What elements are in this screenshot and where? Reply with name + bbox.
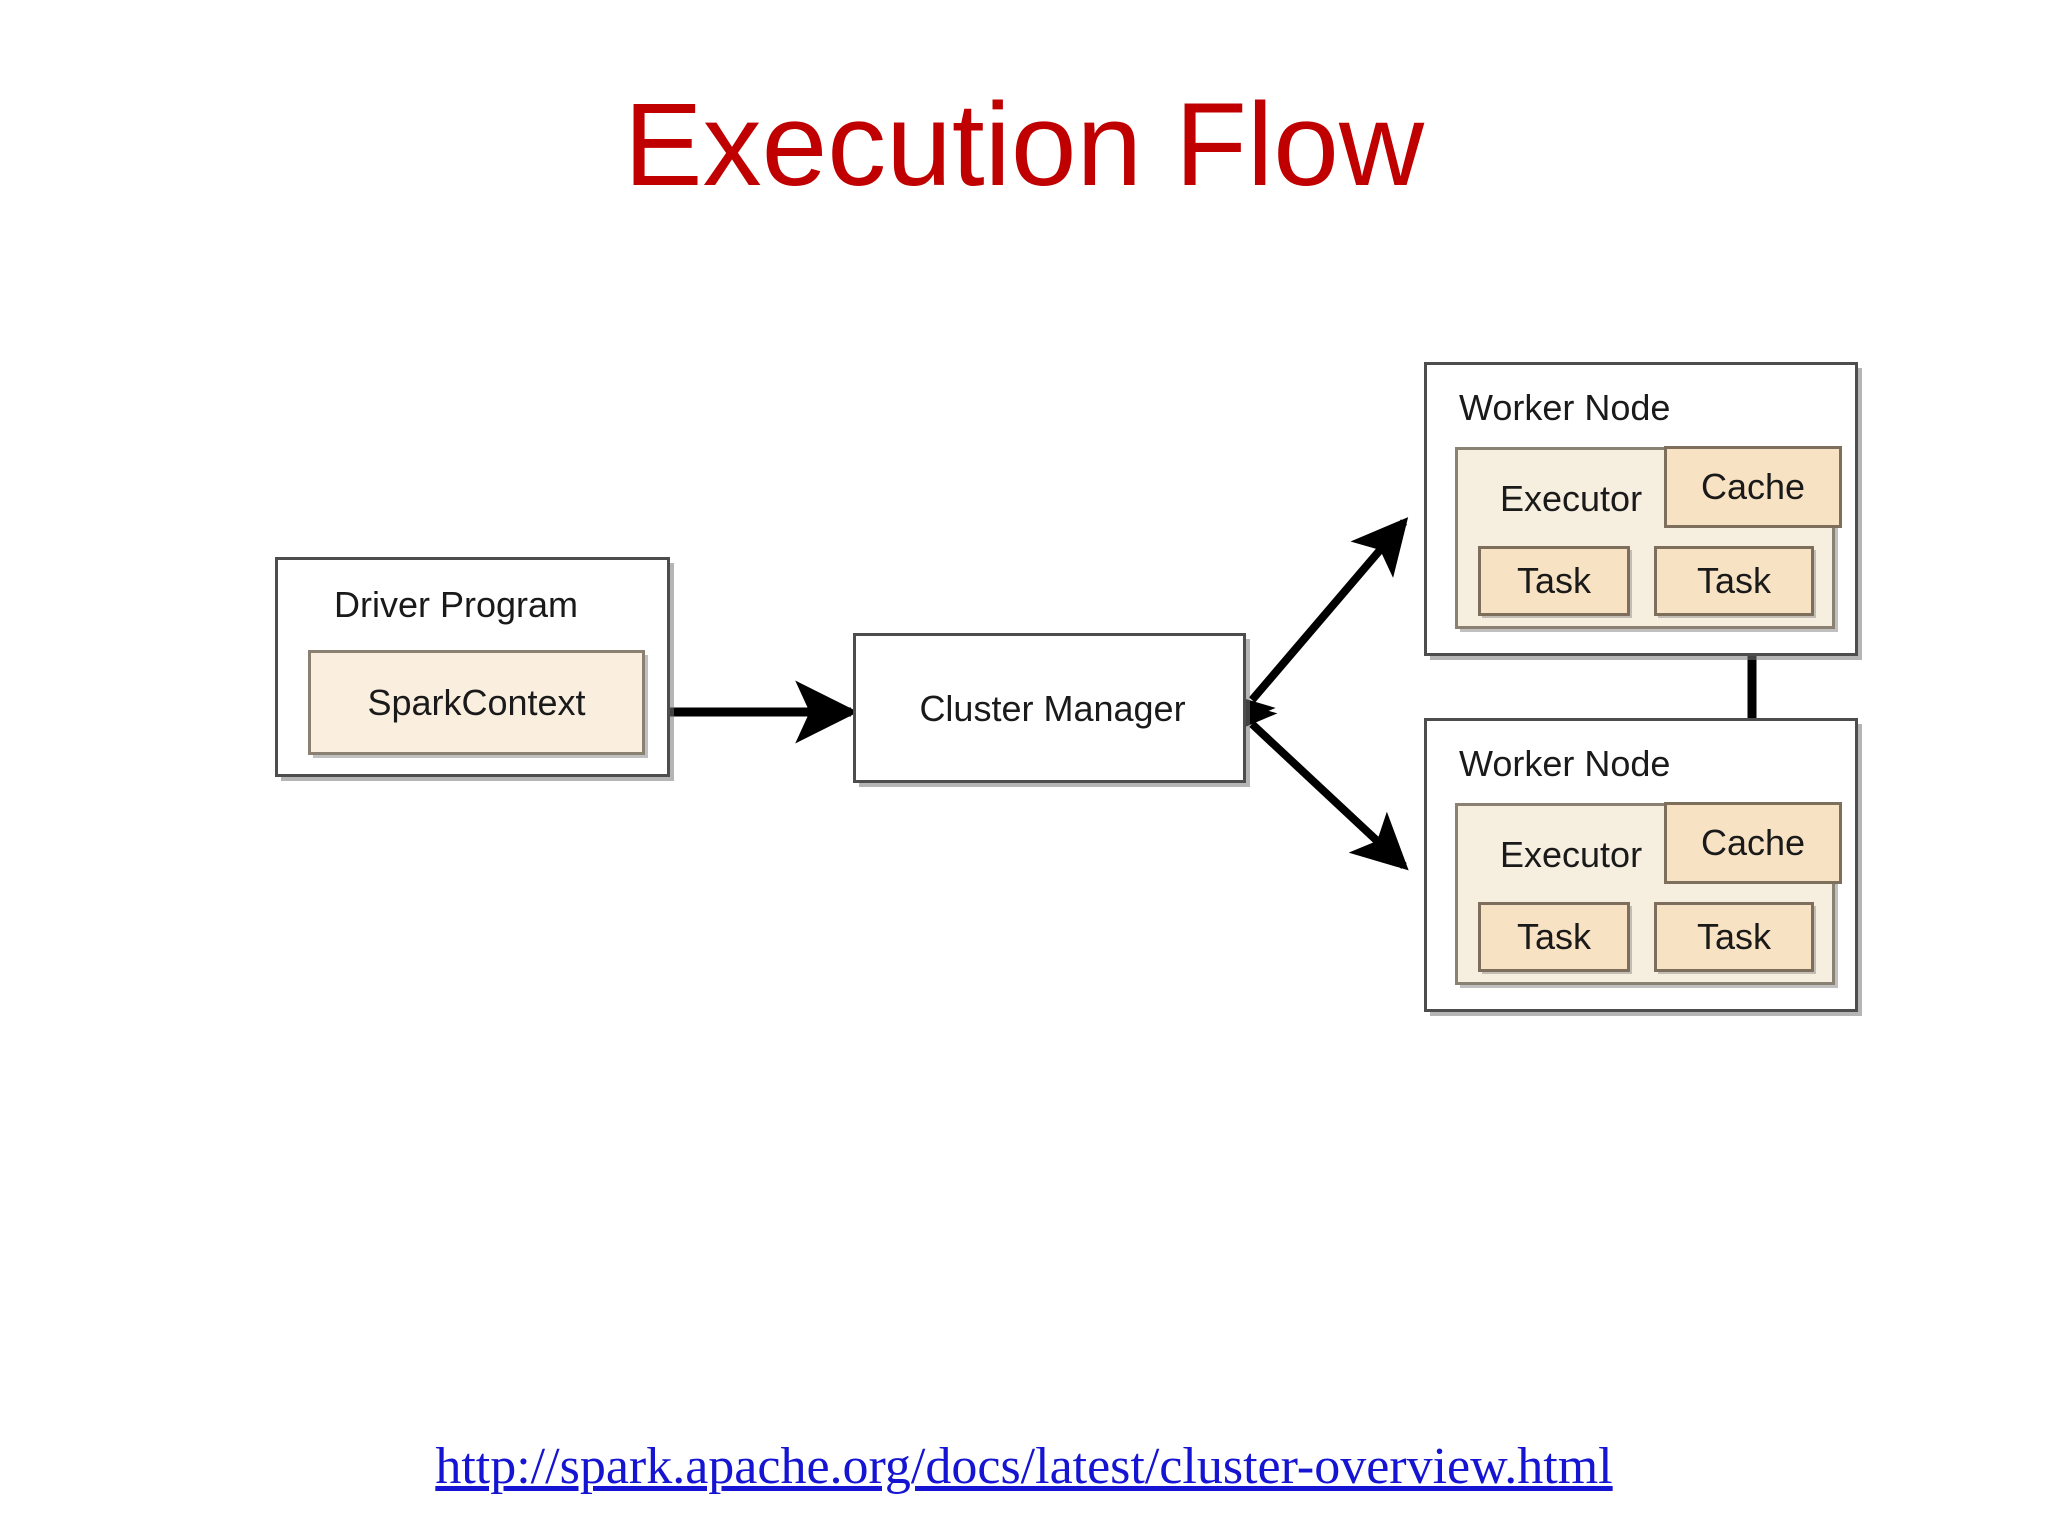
- worker-node-1-task-2-label: Task: [1696, 560, 1772, 601]
- worker-node-1-executor-label: Executor: [1500, 478, 1643, 519]
- driver-program-box: Driver Program SparkContext: [275, 557, 670, 777]
- sparkcontext-panel: SparkContext: [308, 650, 645, 755]
- worker-node-2-title: Worker Node: [1459, 743, 1671, 784]
- worker-node-1-executor-panel: Executor Cache Task Task: [1455, 446, 1842, 629]
- page-title: Execution Flow: [623, 79, 1425, 211]
- worker-node-1-title: Worker Node: [1459, 387, 1671, 428]
- worker-node-2-task-2-label: Task: [1696, 916, 1772, 957]
- arrow-cluster-manager-worker-node-2: [1215, 690, 1409, 871]
- worker-node-2-executor-panel: Executor Cache Task Task: [1455, 802, 1842, 985]
- worker-node-2-task-2: Task: [1654, 902, 1814, 972]
- cluster-manager-label: Cluster Manager: [919, 688, 1186, 729]
- worker-node-1-box: Worker Node Executor Cache Task Task: [1424, 362, 1858, 656]
- sparkcontext-label: SparkContext: [367, 681, 586, 723]
- arrow-cluster-manager-worker-node-1: [1219, 517, 1409, 738]
- worker-node-2-cache-label: Cache: [1700, 822, 1806, 863]
- worker-node-1-cache-box: Cache: [1664, 446, 1842, 528]
- worker-node-1-task-2: Task: [1654, 546, 1814, 616]
- worker-node-2-task-1-label: Task: [1516, 916, 1592, 957]
- source-url-link[interactable]: http://spark.apache.org/docs/latest/clus…: [435, 1438, 1613, 1495]
- worker-node-1-task-1-label: Task: [1516, 560, 1592, 601]
- cluster-manager-box: Cluster Manager: [853, 633, 1246, 783]
- worker-node-1-task-1: Task: [1478, 546, 1630, 616]
- driver-program-title: Driver Program: [334, 584, 579, 625]
- worker-node-2-task-1: Task: [1478, 902, 1630, 972]
- worker-node-2-box: Worker Node Executor Cache Task Task: [1424, 718, 1858, 1012]
- worker-node-1-cache-label: Cache: [1700, 466, 1806, 507]
- worker-node-2-cache-box: Cache: [1664, 802, 1842, 884]
- worker-node-2-executor-label: Executor: [1500, 834, 1643, 875]
